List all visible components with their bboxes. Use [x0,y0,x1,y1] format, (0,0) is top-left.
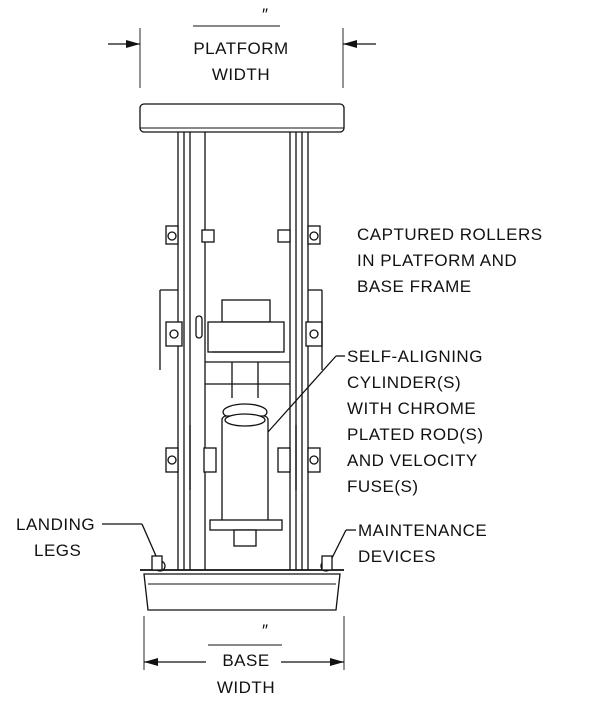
cylinder-head [205,299,290,398]
landing-label-1: LANDING [16,515,95,534]
cylinder-label-3: WITH CHROME [347,399,476,418]
base-frame [140,555,344,611]
cylinder-label-1: SELF-ALIGNING [347,347,483,366]
maint-label-1: MAINTENANCE [358,521,487,540]
maint-label-2: DEVICES [358,547,436,566]
cylinder-label-4: PLATED ROD(S) [347,425,484,444]
cylinder-callout: SELF-ALIGNING CYLINDER(S) WITH CHROME PL… [267,347,484,496]
lift-frame [159,132,323,570]
landing-label-2: LEGS [34,541,81,560]
platform-width-label-1: PLATFORM [193,39,288,58]
cylinder-label-2: CYLINDER(S) [347,373,461,392]
rollers-label-3: BASE FRAME [357,277,472,296]
platform-width-label-2: WIDTH [212,65,270,84]
hydraulic-cylinder [209,403,283,547]
landing-legs-callout: LANDING LEGS [16,515,157,560]
rollers-label-2: IN PLATFORM AND [357,251,517,270]
platform [139,103,345,133]
cylinder-label-6: FUSE(S) [347,477,419,496]
captured-rollers-callout: CAPTURED ROLLERS IN PLATFORM AND BASE FR… [357,225,543,296]
base-width-mark: ″ [262,621,269,640]
base-width-label-1: BASE [222,651,269,670]
rollers-label-1: CAPTURED ROLLERS [357,225,543,244]
base-width-dimension: ″ BASE WIDTH [143,616,345,697]
cylinder-label-5: AND VELOCITY [347,451,478,470]
platform-width-dimension: ″ PLATFORM WIDTH [108,5,376,88]
platform-width-mark: ″ [262,5,269,24]
base-width-label-2: WIDTH [217,678,275,697]
maintenance-devices-callout: MAINTENANCE DEVICES [331,521,487,566]
